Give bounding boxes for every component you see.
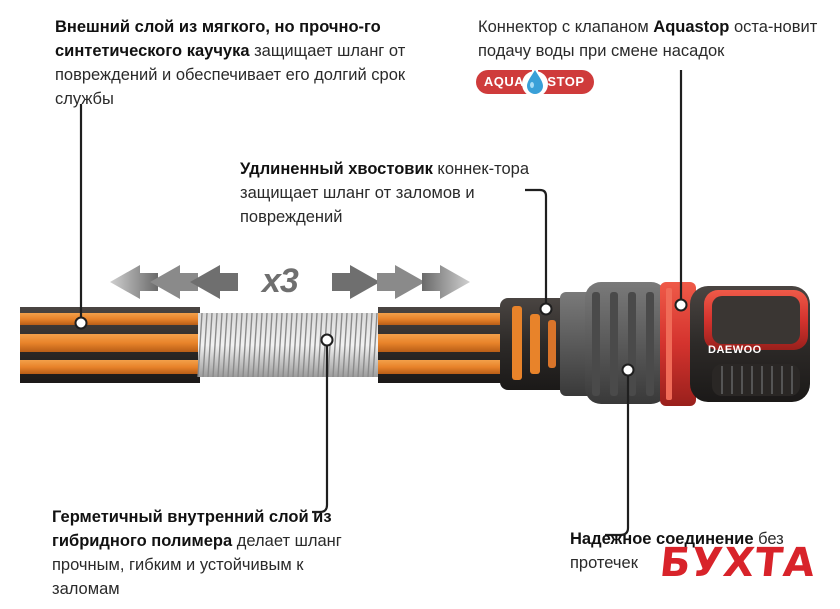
watermark-logo: БУХТА — [658, 540, 818, 600]
hose-inner-coil — [197, 312, 380, 378]
caption-outer-layer: Внешний слой из мягкого, но прочно-го си… — [55, 15, 415, 111]
hose-outer-layer-left — [20, 307, 200, 383]
caption-connector-text: оста-новит подачу воды при смене насадок — [478, 18, 818, 60]
water-drop-icon — [522, 70, 548, 97]
caption-shank: Удлиненный хвостовик коннек-тора защищае… — [240, 157, 540, 229]
caption-shank-bold: Удлиненный хвостовик — [240, 160, 433, 178]
caption-inner-text: делает шланг прочным, гибким и устойчивы… — [52, 532, 342, 598]
caption-shank-text: коннек-тора защищает шланг от заломов и … — [240, 160, 530, 226]
caption-inner-layer: Герметичный внутренний слой из гибридног… — [52, 505, 352, 601]
watermark-text: БУХТА — [657, 540, 818, 586]
caption-outer-bold: Внешний слой из мягкого, но прочно-го си… — [55, 18, 381, 60]
connector-body — [585, 282, 667, 404]
caption-seal-bold: Надежное соединение — [570, 530, 754, 548]
caption-connector-bold: Aquastop — [653, 18, 730, 36]
caption-seal: Надежное соединение без протечек — [570, 527, 820, 575]
callout-lines — [79, 70, 683, 537]
caption-inner-bold: Герметичный внутренний слой из гибридног… — [52, 508, 332, 550]
caption-outer-text: защищает шланг от повреждений и обеспечи… — [55, 42, 406, 108]
arrow-right-icon — [332, 265, 470, 299]
aquastop-badge: AQUA STOP — [476, 70, 594, 97]
hose-outer-layer-right — [378, 307, 508, 383]
multiplier-label: x3 — [262, 262, 299, 300]
aquastop-valve-ring — [660, 282, 696, 406]
quick-connector-head — [690, 286, 810, 402]
caption-connector: Коннектор с клапаном Aquastop оста-новит… — [478, 15, 818, 63]
caption-seal-text: без протечек — [570, 530, 784, 572]
brand-logo: DAEWOO — [708, 344, 762, 356]
callout-dots — [74, 298, 688, 377]
caption-connector-pre: Коннектор с клапаном — [478, 18, 654, 36]
arrow-left-icon — [110, 265, 238, 299]
